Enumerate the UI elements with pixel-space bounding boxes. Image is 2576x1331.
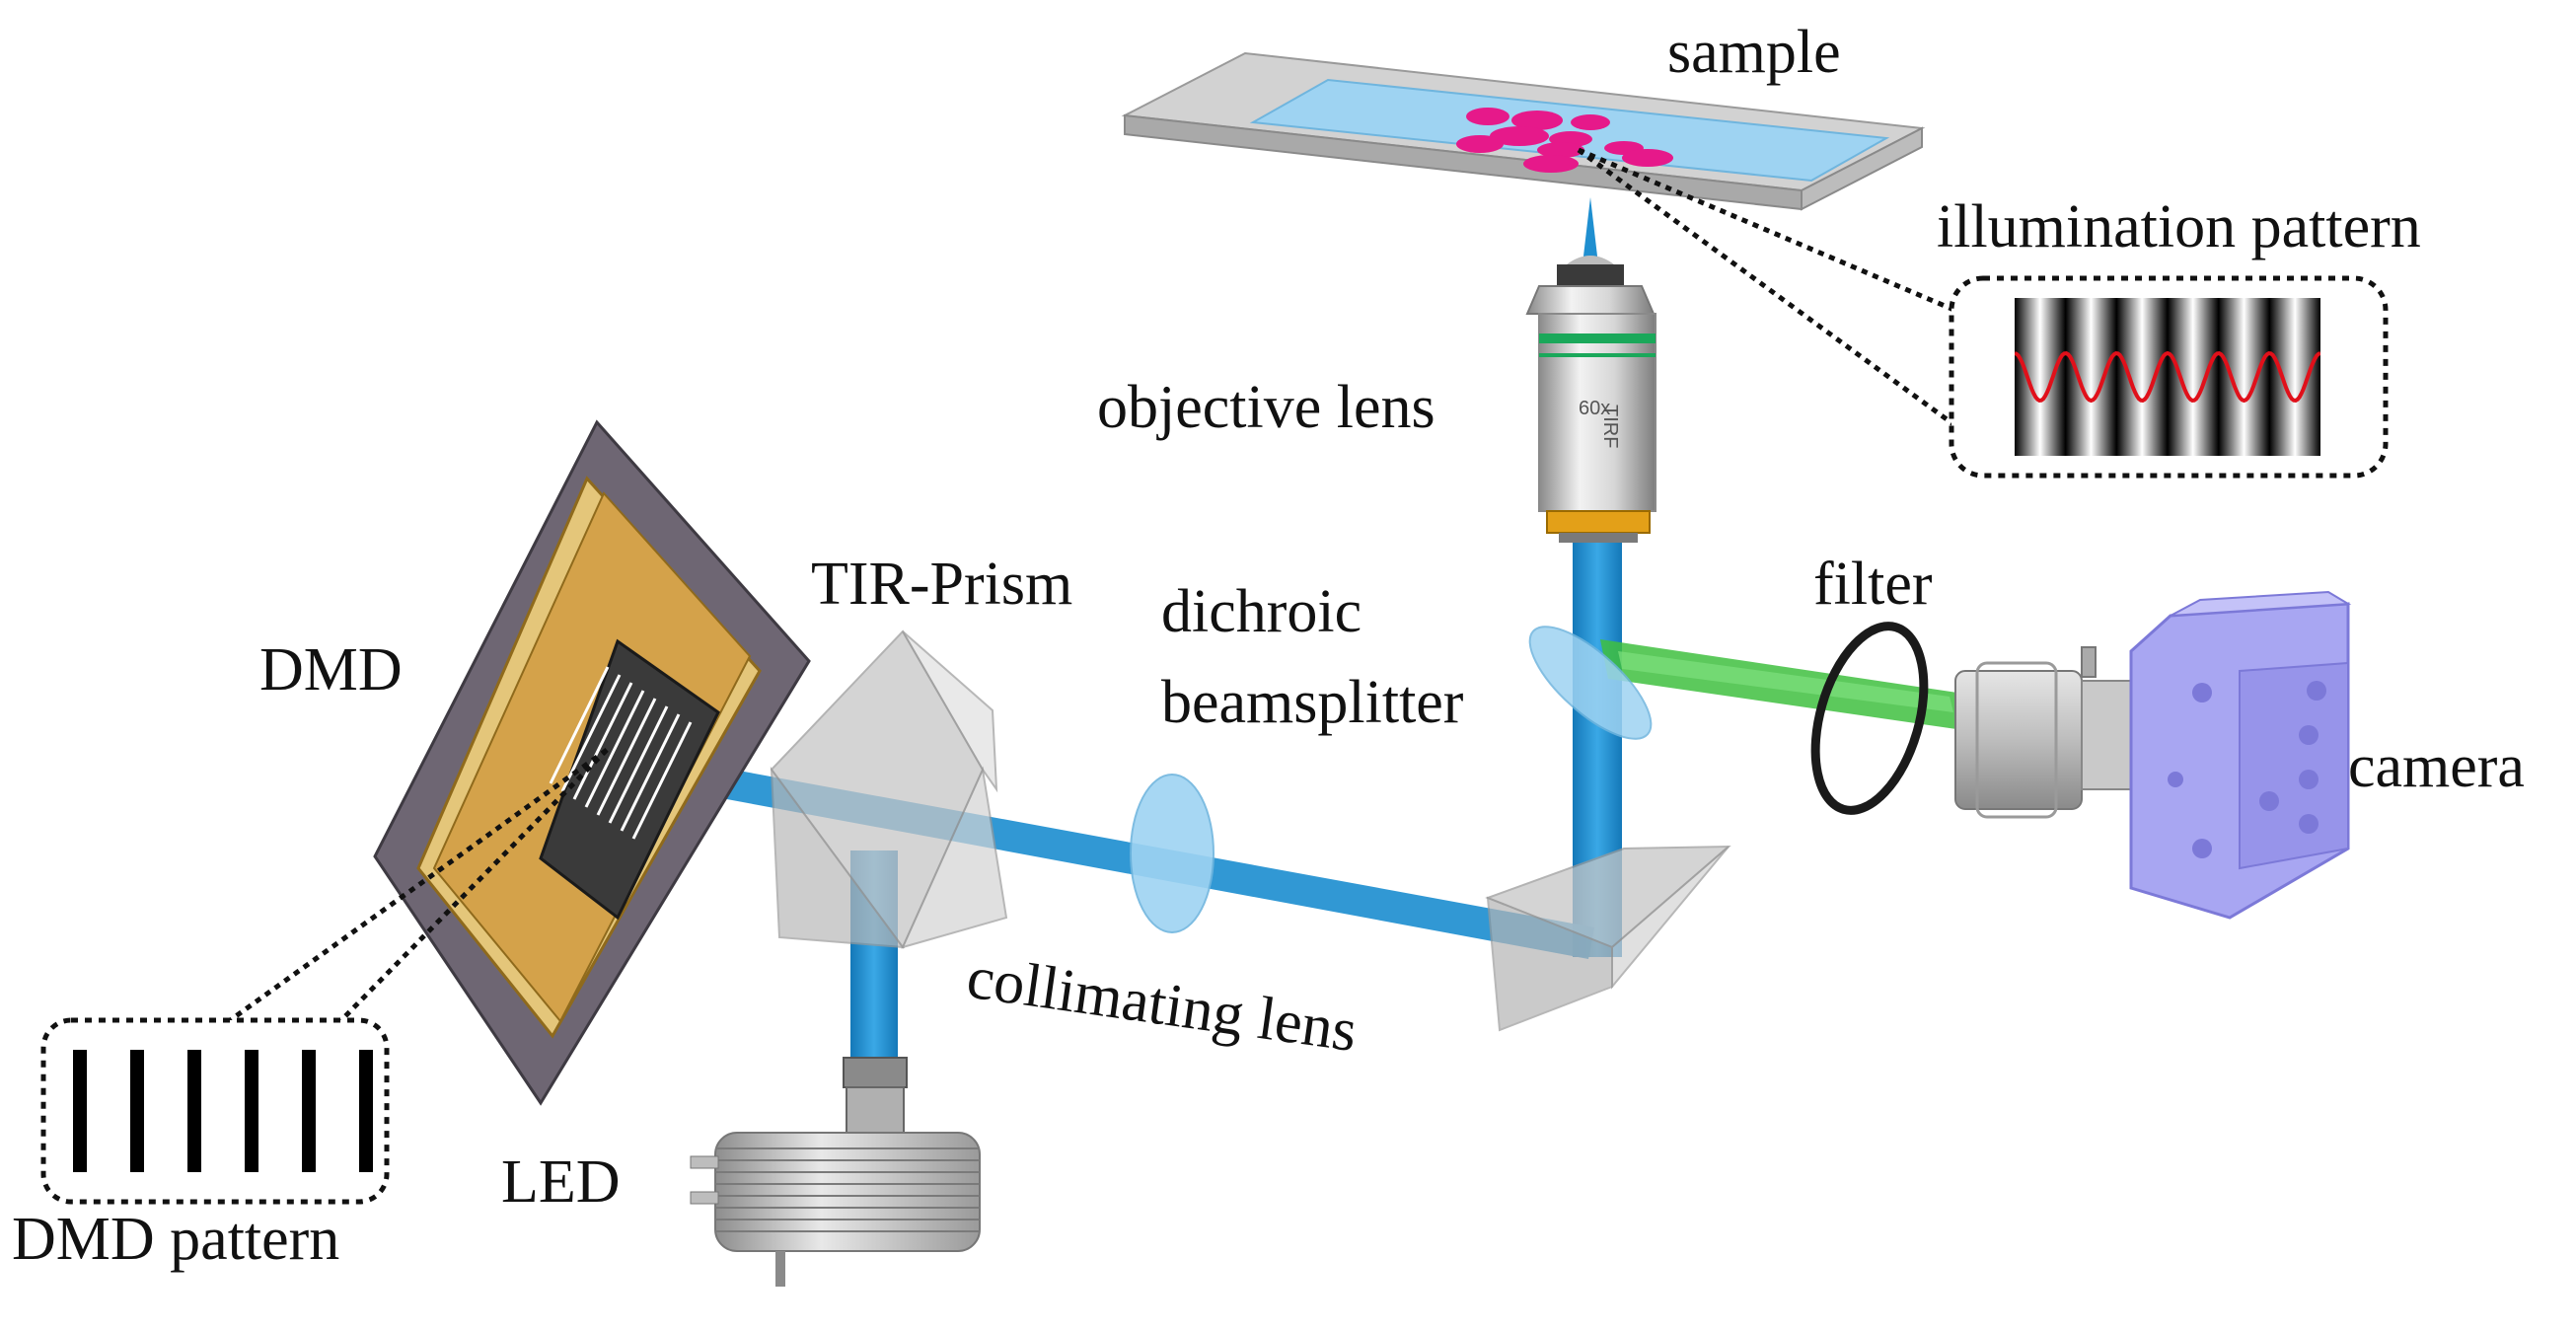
dichroic-beamsplitter [1528, 626, 1653, 740]
illumination-leader-1 [1578, 147, 1964, 317]
camera [1954, 590, 2352, 920]
tir-prism [770, 629, 1008, 949]
emission-beam-highlight [1618, 651, 1953, 712]
dmd-pattern-leader-1 [220, 747, 609, 1029]
collimating-lens [1130, 774, 1214, 933]
svg-text:TIRF: TIRF [1599, 405, 1621, 448]
label-dmd-pattern: DMD pattern [12, 1206, 339, 1273]
focused-light-cone [1582, 197, 1598, 264]
filter-ring [1810, 622, 1929, 815]
label-dichroic: dichroic [1161, 578, 1362, 645]
label-dmd: DMD [259, 636, 403, 703]
mirror-prism [1485, 845, 1731, 1032]
label-objective-lens: objective lens [1097, 374, 1435, 441]
led [690, 1057, 981, 1287]
dmd-pattern-leader-2 [338, 748, 609, 1023]
label-filter: filter [1813, 551, 1933, 618]
dmd-binary-stripes [73, 1050, 373, 1172]
label-collimating-lens: collimating lens [963, 944, 1361, 1066]
label-camera: camera [2348, 733, 2525, 800]
label-led: LED [501, 1148, 621, 1216]
dmd [373, 419, 811, 1106]
label-illumination-pattern: illumination pattern [1937, 193, 2421, 260]
illumination-fringe-pattern [2015, 298, 2320, 456]
svg-text:60x: 60x [1579, 398, 1610, 419]
dmd-pattern-box [40, 1017, 390, 1205]
label-tir-prism: TIR-Prism [811, 551, 1072, 618]
illumination-wave-line [2015, 350, 2320, 404]
horizontal-excitation-beam [604, 746, 1594, 959]
objective-collar [1546, 510, 1651, 534]
label-sample: sample [1667, 19, 1841, 86]
sample-cells [1456, 108, 1673, 173]
objective-lens: TIRF 60x [1525, 256, 1656, 543]
objective-green-band [1539, 333, 1656, 343]
label-beamsplitter: beamsplitter [1161, 669, 1464, 736]
illumination-pattern-box [1949, 275, 2389, 479]
